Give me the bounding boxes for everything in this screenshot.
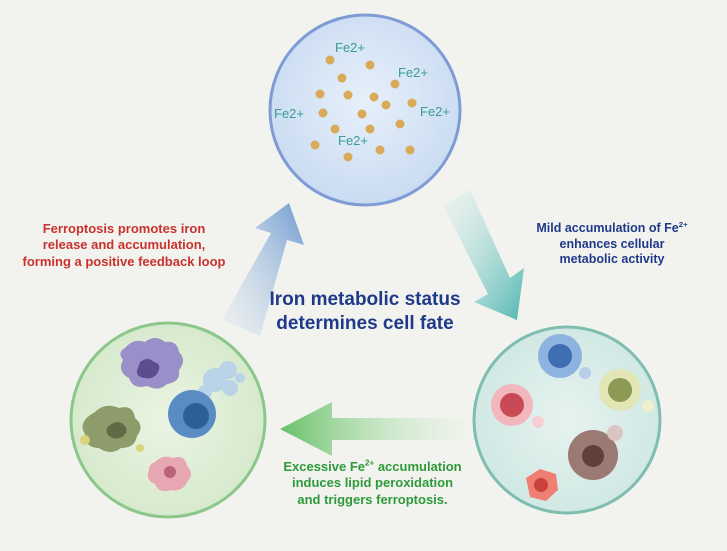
feedback-loop-text: Ferroptosis promotes iron release and ac… (4, 221, 244, 270)
mild-accumulation-text: Mild accumulation of Fe2+ enhances cellu… (497, 219, 727, 268)
feedback-loop-line-3: forming a positive feedback loop (22, 253, 226, 269)
iron-pool-circle (268, 13, 462, 207)
center-title: Iron metabolic status determines cell fa… (220, 288, 510, 336)
fe-label-2: Fe2+ (398, 65, 428, 80)
excessive-suffix: accumulation (374, 459, 462, 474)
center-title-line-2: determines cell fate (276, 312, 454, 334)
ferroptotic-cell-purple (120, 338, 183, 389)
arrow-left (280, 402, 465, 456)
arrow-down-right (443, 190, 524, 320)
excessive-accumulation-line-2: induces lipid peroxidation (291, 475, 454, 491)
mild-accumulation-line-3: metabolic activity (559, 252, 665, 267)
center-title-line-1: Iron metabolic status (269, 289, 461, 310)
feedback-loop-line-2: release and accumulation, (42, 237, 206, 253)
fe-label-3: Fe2+ (274, 106, 304, 121)
ferroptotic-cell-olive (80, 405, 144, 452)
cell-brown (568, 425, 623, 480)
ferroptotic-cell-pink (147, 456, 191, 492)
excessive-accumulation-line-3: and triggers ferroptosis. (297, 491, 448, 507)
mild-accumulation-line-1: Mild accumulation of Fe2+ (497, 219, 727, 237)
ferroptotic-cell-blue-bubbles (198, 361, 245, 399)
fe-superscript: 2+ (678, 219, 688, 229)
fe-label-4: Fe2+ (420, 104, 450, 119)
iron-dots (310, 55, 417, 162)
fe-label-5: Fe2+ (338, 133, 368, 148)
fe-label-1: Fe2+ (335, 40, 365, 55)
cell-blue (538, 334, 591, 379)
mild-accumulation-line-2: enhances cellular (559, 236, 665, 251)
excessive-prefix: Excessive Fe (283, 459, 366, 474)
cell-blue-intact (168, 390, 216, 438)
excessive-accumulation-line-1: Excessive Fe2+ accumulation (255, 459, 490, 475)
feedback-loop-line-1: Ferroptosis promotes iron (42, 221, 206, 236)
arrow-up-left (222, 203, 304, 336)
cell-olive (599, 369, 654, 412)
fe-superscript-bottom: 2+ (365, 458, 375, 468)
excessive-accumulation-text: Excessive Fe2+ accumulation induces lipi… (255, 459, 490, 508)
cell-red (491, 384, 544, 428)
cell-coral (526, 469, 558, 501)
mild-accumulation-prefix: Mild accumulation of Fe (536, 221, 679, 235)
